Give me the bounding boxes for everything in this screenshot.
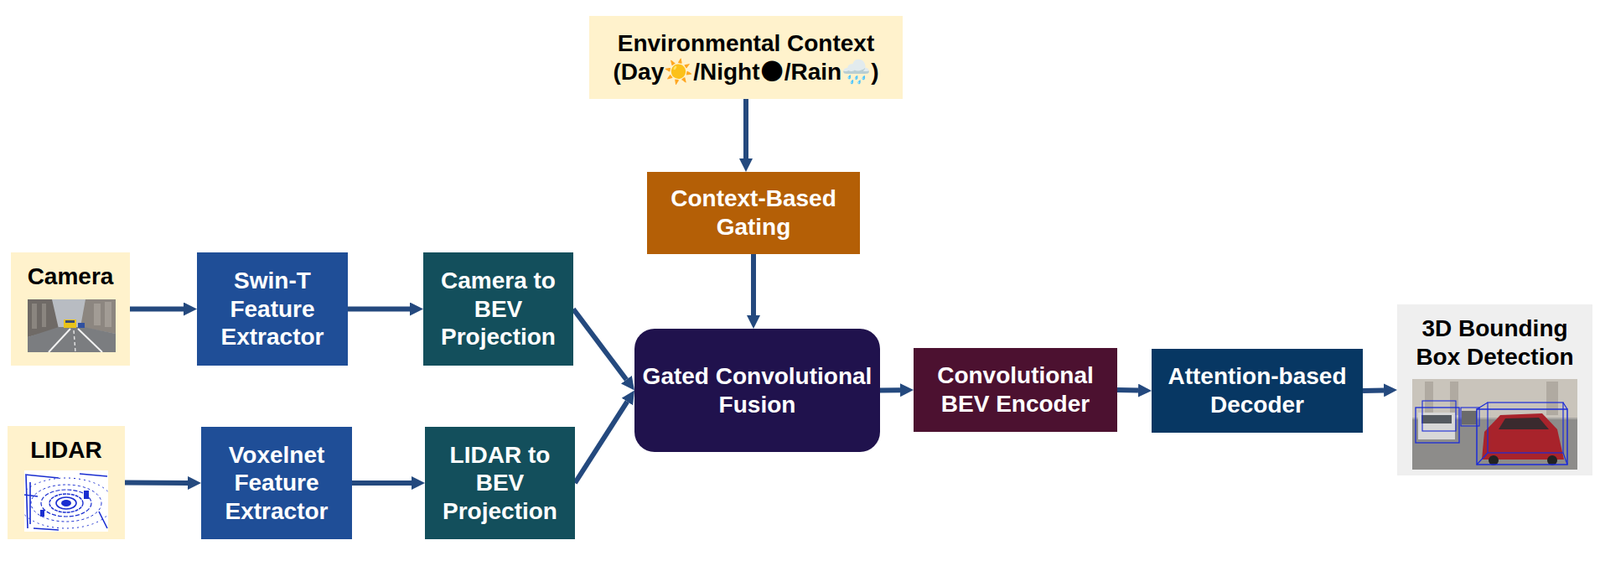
projection-box: Camera to BEV Projection bbox=[423, 252, 574, 366]
input-box: Camera bbox=[10, 252, 130, 366]
flow-arrow bbox=[1117, 387, 1139, 394]
flow-arrow bbox=[129, 306, 184, 312]
flow-arrow bbox=[352, 480, 412, 486]
projection-box: LIDAR to BEV Projection bbox=[424, 426, 575, 539]
decoder-box: Attention-based Decoder bbox=[1151, 348, 1363, 433]
feature-extractor-box: Swin-T Feature Extractor bbox=[196, 252, 348, 366]
flow-arrow bbox=[880, 387, 901, 393]
node-label: 3D Bounding Box Detection bbox=[1402, 314, 1588, 371]
flow-arrow bbox=[750, 253, 756, 316]
node-label: Gated Convolutional Fusion bbox=[639, 362, 876, 419]
flow-arrow bbox=[124, 480, 188, 486]
fusion-box: Gated Convolutional Fusion bbox=[634, 328, 881, 452]
node-label: Environmental Context (Day☀️/Night🌑/Rain… bbox=[594, 29, 898, 86]
encoder-box: Convolutional BEV Encoder bbox=[913, 347, 1118, 432]
node-label: LIDAR to BEV Projection bbox=[429, 440, 570, 526]
output-box: 3D Bounding Box Detection bbox=[1397, 304, 1593, 476]
gating-box: Context-Based Gating bbox=[647, 171, 860, 254]
lidar-scan-image bbox=[24, 470, 109, 532]
flow-arrow bbox=[1362, 387, 1384, 394]
node-label: Camera to BEV Projection bbox=[428, 266, 569, 352]
node-label: Voxelnet Feature Extractor bbox=[206, 440, 347, 526]
detection-result-image bbox=[1412, 378, 1578, 470]
flow-arrow bbox=[573, 309, 627, 380]
camera-image bbox=[27, 299, 116, 353]
flow-arrow bbox=[743, 98, 749, 159]
flow-arrow bbox=[347, 306, 410, 312]
feature-extractor-box: Voxelnet Feature Extractor bbox=[201, 426, 353, 539]
input-box: LIDAR bbox=[7, 425, 125, 539]
node-label: Attention-based Decoder bbox=[1156, 362, 1358, 419]
flow-arrow bbox=[574, 401, 627, 483]
node-label: Camera bbox=[27, 262, 114, 291]
node-label: LIDAR bbox=[30, 435, 103, 465]
node-label: Swin-T Feature Extractor bbox=[201, 266, 343, 352]
node-label: Convolutional BEV Encoder bbox=[918, 361, 1113, 418]
node-label: Context-Based Gating bbox=[652, 184, 855, 241]
context-box: Environmental Context (Day☀️/Night🌑/Rain… bbox=[589, 15, 903, 99]
